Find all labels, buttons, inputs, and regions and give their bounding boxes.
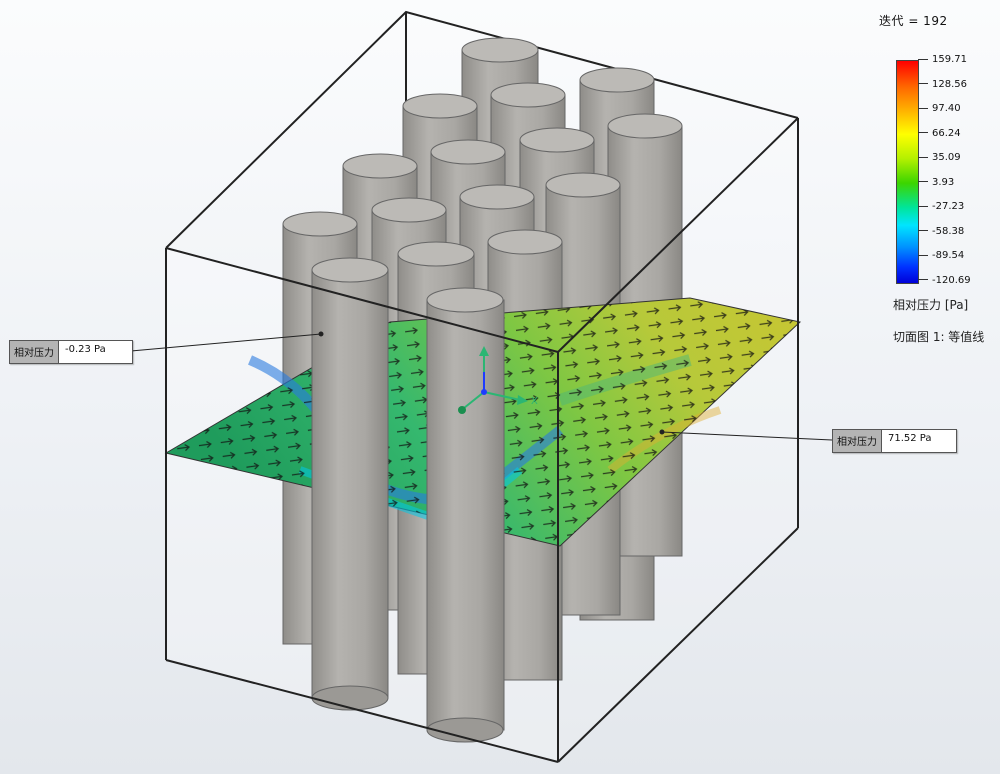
probe-label: 相对压力 <box>10 341 59 363</box>
colorbar-tick: 66.24 <box>918 128 961 139</box>
cylinder-group-front <box>311 257 505 743</box>
colorbar-tick: 35.09 <box>918 152 961 163</box>
iteration-label: 迭代 = 192 <box>879 14 948 28</box>
probe-label: 相对压力 <box>833 430 882 452</box>
colorbar-tick: 159.71 <box>918 54 967 65</box>
axis-triad[interactable]: X <box>458 346 538 414</box>
colorbar-tick: -58.38 <box>918 226 964 237</box>
legend-unit: 相对压力 [Pa] <box>893 298 969 312</box>
colorbar-tick: 3.93 <box>918 177 954 188</box>
triad-x-label: X <box>531 396 538 407</box>
colorbar-tick: -89.54 <box>918 250 964 261</box>
cut-plot-label: 切面图 1: 等值线 <box>893 330 985 344</box>
colorbar-tick: -120.69 <box>918 275 971 286</box>
colorbar-tick: 97.40 <box>918 103 961 114</box>
pressure-colorbar <box>896 60 919 284</box>
probe-value: 71.52 Pa <box>882 430 938 452</box>
probe-value: -0.23 Pa <box>59 341 112 363</box>
domain-box-front <box>165 117 799 763</box>
colorbar-tick: 128.56 <box>918 79 967 90</box>
colorbar-ticks: 159.71 128.56 97.40 66.24 35.09 3.93 -27… <box>918 54 988 294</box>
probe-callout-left[interactable]: 相对压力 -0.23 Pa <box>9 340 133 364</box>
colorbar-tick: -27.23 <box>918 201 964 212</box>
probe-leaders <box>130 331 833 441</box>
probe-callout-right[interactable]: 相对压力 71.52 Pa <box>832 429 957 453</box>
